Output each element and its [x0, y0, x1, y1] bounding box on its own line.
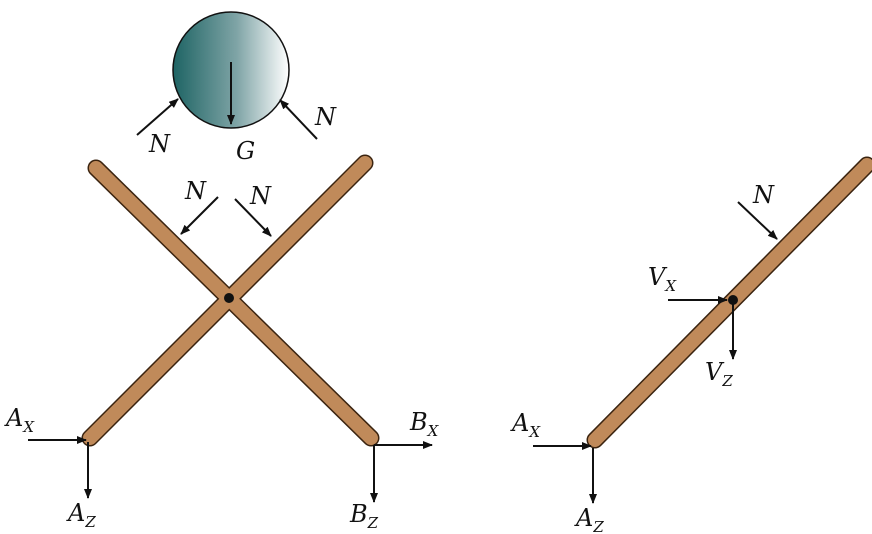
arrow-ball-N-right: [279, 99, 318, 140]
label-ball-G: G: [236, 137, 255, 165]
label-bar-AZ: AZ: [574, 504, 604, 534]
arrow-ball-N-left: [136, 98, 179, 136]
label-scissor-N-left: N: [184, 177, 207, 205]
ball-group: N G N: [136, 11, 337, 165]
label-bar-N: N: [752, 181, 775, 209]
label-bar-VZ: VZ: [705, 358, 733, 390]
scissor-group: N N AX AZ BX BZ: [4, 154, 440, 532]
label-scissor-AZ: AZ: [66, 499, 96, 531]
label-bar-AX: AX: [510, 409, 541, 441]
label-scissor-N-right: N: [249, 182, 272, 210]
arrow-scissor-N-left: [180, 196, 219, 235]
bar-pin: [728, 295, 738, 305]
label-scissor-BZ: BZ: [349, 500, 379, 532]
pin-joint: [224, 293, 234, 303]
label-bar-VX: VX: [648, 263, 677, 295]
arrow-bar-N: [737, 201, 778, 240]
label-scissor-AX: AX: [4, 404, 35, 436]
label-scissor-BX: BX: [409, 408, 440, 440]
label-ball-N-left: N: [148, 130, 171, 158]
single-bar-group: N VX VZ AX AZ: [510, 156, 872, 534]
label-ball-N-right: N: [314, 103, 337, 131]
arrow-scissor-N-right: [234, 198, 272, 237]
